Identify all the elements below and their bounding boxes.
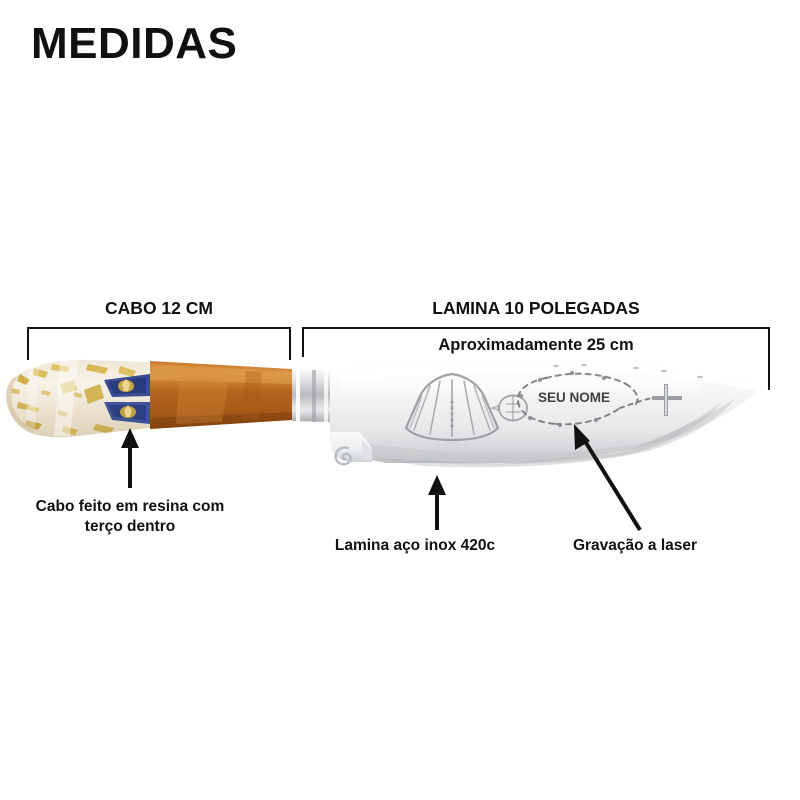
handle-callout-line1: Cabo feito em resina com — [35, 498, 225, 515]
bracket-tick-right — [768, 327, 770, 390]
blade-spine-marks — [553, 363, 703, 379]
bracket-rule — [302, 327, 770, 329]
handle-measurement-heading: CABO 12 CM — [105, 298, 213, 318]
blade-callout-line1: Lamina aço inox 420c — [334, 537, 496, 554]
knife-handle-amber — [150, 361, 292, 429]
blade-callout-label: Lamina aço inox 420c — [275, 536, 555, 556]
knife-product-image: SEU NOME — [6, 359, 764, 468]
resin-gold-flecks — [11, 360, 150, 436]
blade-measurement-heading: LAMINA 10 POLEGADAS — [432, 298, 640, 318]
bracket-tick-left — [27, 327, 29, 360]
blade-heel-scroll — [330, 432, 372, 466]
cross-icon — [652, 384, 682, 416]
engraved-name-text: SEU NOME — [538, 390, 610, 405]
knife-handle-resin-butt — [6, 359, 151, 438]
handle-callout-label: Cabo feito em resina com terço dentro — [5, 497, 255, 538]
page-title: MEDIDAS — [31, 19, 238, 68]
knife-bolster — [292, 367, 332, 422]
bracket-tick-right — [289, 327, 291, 360]
rosary-engraving — [516, 370, 682, 428]
knife-blade: SEU NOME — [330, 360, 764, 468]
bracket-tick-left — [302, 327, 304, 357]
blade-approximate-length-label: Aproximadamente 25 cm — [438, 336, 634, 354]
laser-callout-line1: Gravação a laser — [572, 537, 698, 554]
handle-callout-line2: terço dentro — [84, 518, 176, 536]
bracket-rule — [27, 327, 291, 329]
fan-shell-engraving — [404, 372, 528, 442]
laser-callout-label: Gravação a laser — [505, 536, 765, 556]
